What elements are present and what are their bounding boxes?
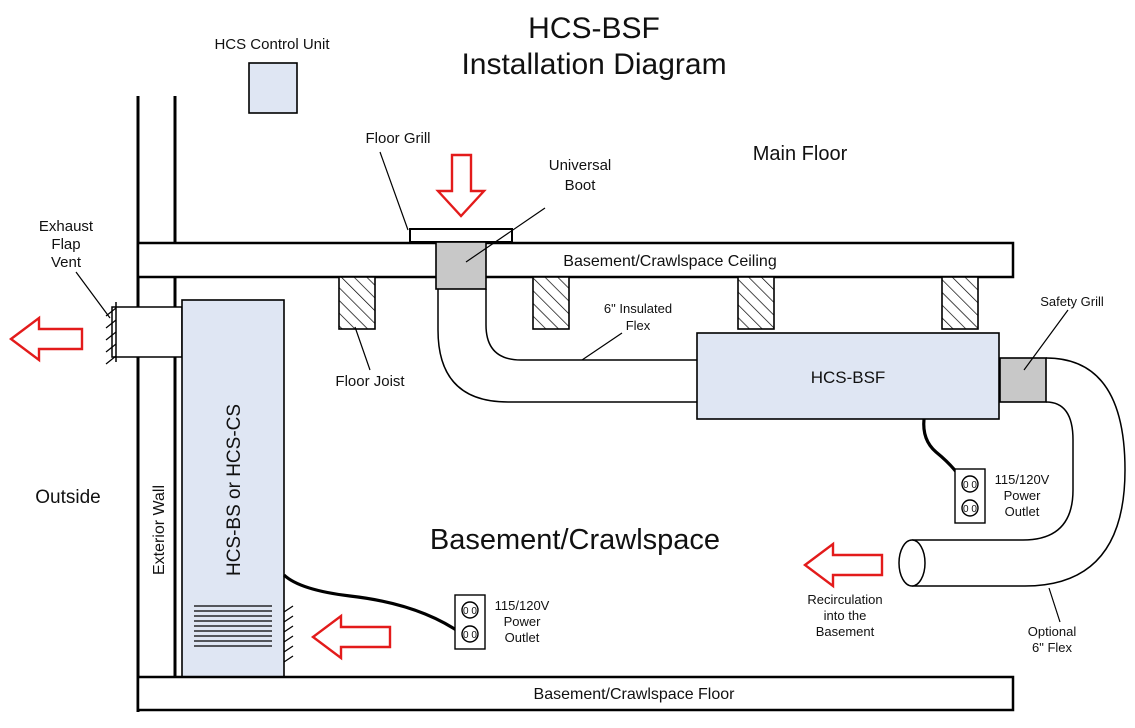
optional-flex-label-1: Optional	[1028, 624, 1077, 639]
basement-label: Basement/Crawlspace	[430, 524, 720, 556]
floor-grill-down-arrow	[435, 153, 487, 218]
exhaust-out-arrow	[9, 315, 84, 363]
hcs-bs-unit	[181, 299, 285, 678]
exterior-wall-label: Exterior Wall	[151, 485, 168, 575]
outlet-bsf-label-3: Outlet	[1005, 504, 1040, 519]
optional-flex-leader	[1048, 587, 1061, 623]
recirc-label-3: Basement	[816, 624, 875, 639]
floor-label: Basement/Crawlspace Floor	[534, 686, 736, 703]
exhaust-label-1: Exhaust	[39, 218, 94, 235]
floor-joist-1	[338, 276, 376, 330]
intake-arrow	[311, 613, 392, 661]
hcs-bs-intake-grill	[194, 605, 272, 647]
universal-boot	[435, 241, 487, 290]
floor-joist-2	[532, 276, 570, 330]
insulated-flex-duct	[437, 289, 697, 403]
exhaust-duct	[111, 306, 183, 358]
outlet-bs-label-2: Power	[504, 614, 542, 629]
bsf-unit-label: HCS-BSF	[811, 368, 886, 387]
safety-grill-label: Safety Grill	[1040, 294, 1104, 309]
exhaust-label-2: Flap	[51, 236, 80, 253]
title-line-1: HCS-BSF	[528, 12, 660, 45]
floor-grill-label: Floor Grill	[365, 130, 430, 147]
bs-power-cord	[282, 573, 463, 636]
control-unit-label: HCS Control Unit	[214, 36, 330, 53]
outlet-bsf-label-1: 115/120V	[995, 472, 1050, 487]
floor-joist-4	[941, 276, 979, 330]
universal-boot-leader	[465, 207, 546, 263]
floor-joist-label: Floor Joist	[335, 373, 405, 390]
ceiling-label: Basement/Crawlspace Ceiling	[563, 253, 776, 270]
exhaust-flap-hatch	[105, 307, 117, 365]
insulated-flex-label-2: Flex	[626, 318, 651, 333]
svg-text:0 0: 0 0	[463, 606, 477, 617]
title-line-2: Installation Diagram	[461, 48, 726, 81]
safety-grill-leader	[1023, 309, 1069, 371]
svg-text:0 0: 0 0	[963, 480, 977, 491]
power-outlet-bs: 0 0 0 0	[454, 594, 486, 650]
recirculation-arrow	[803, 541, 884, 589]
optional-flex-duct	[912, 357, 1126, 587]
ceiling-band	[136, 241, 1015, 279]
main-floor-label: Main Floor	[753, 143, 848, 165]
floor-joist-leader	[354, 326, 371, 371]
recirc-label-2: into the	[824, 608, 867, 623]
insulated-flex-leader	[581, 332, 623, 361]
bs-unit-label: HCS-BS or HCS-CS	[224, 404, 245, 576]
outlet-bsf-label-2: Power	[1004, 488, 1042, 503]
svg-text:0 0: 0 0	[963, 504, 977, 515]
outside-label: Outside	[35, 487, 100, 508]
safety-grill	[999, 357, 1047, 403]
hcs-bs-side-hatch	[283, 605, 294, 663]
floor-band	[136, 675, 1015, 712]
recirc-label-1: Recirculation	[807, 592, 882, 607]
exhaust-label-3: Vent	[51, 254, 82, 271]
universal-boot-label-1: Universal	[549, 157, 612, 174]
outlet-bs-label-3: Outlet	[505, 630, 540, 645]
universal-boot-label-2: Boot	[565, 177, 597, 194]
floor-grill-leader	[379, 151, 409, 231]
control-unit-box	[248, 62, 298, 114]
optional-flex-label-2: 6" Flex	[1032, 640, 1073, 655]
floor-grill	[409, 228, 513, 243]
power-outlet-bsf: 0 0 0 0	[954, 468, 986, 524]
hcs-bsf-unit	[696, 332, 1000, 420]
floor-joist-3	[737, 276, 775, 330]
flex-duct-opening	[898, 539, 926, 587]
insulated-flex-label-1: 6" Insulated	[604, 301, 672, 316]
svg-text:0 0: 0 0	[463, 630, 477, 641]
outlet-bs-label-1: 115/120V	[495, 598, 550, 613]
exhaust-leader	[75, 271, 111, 319]
